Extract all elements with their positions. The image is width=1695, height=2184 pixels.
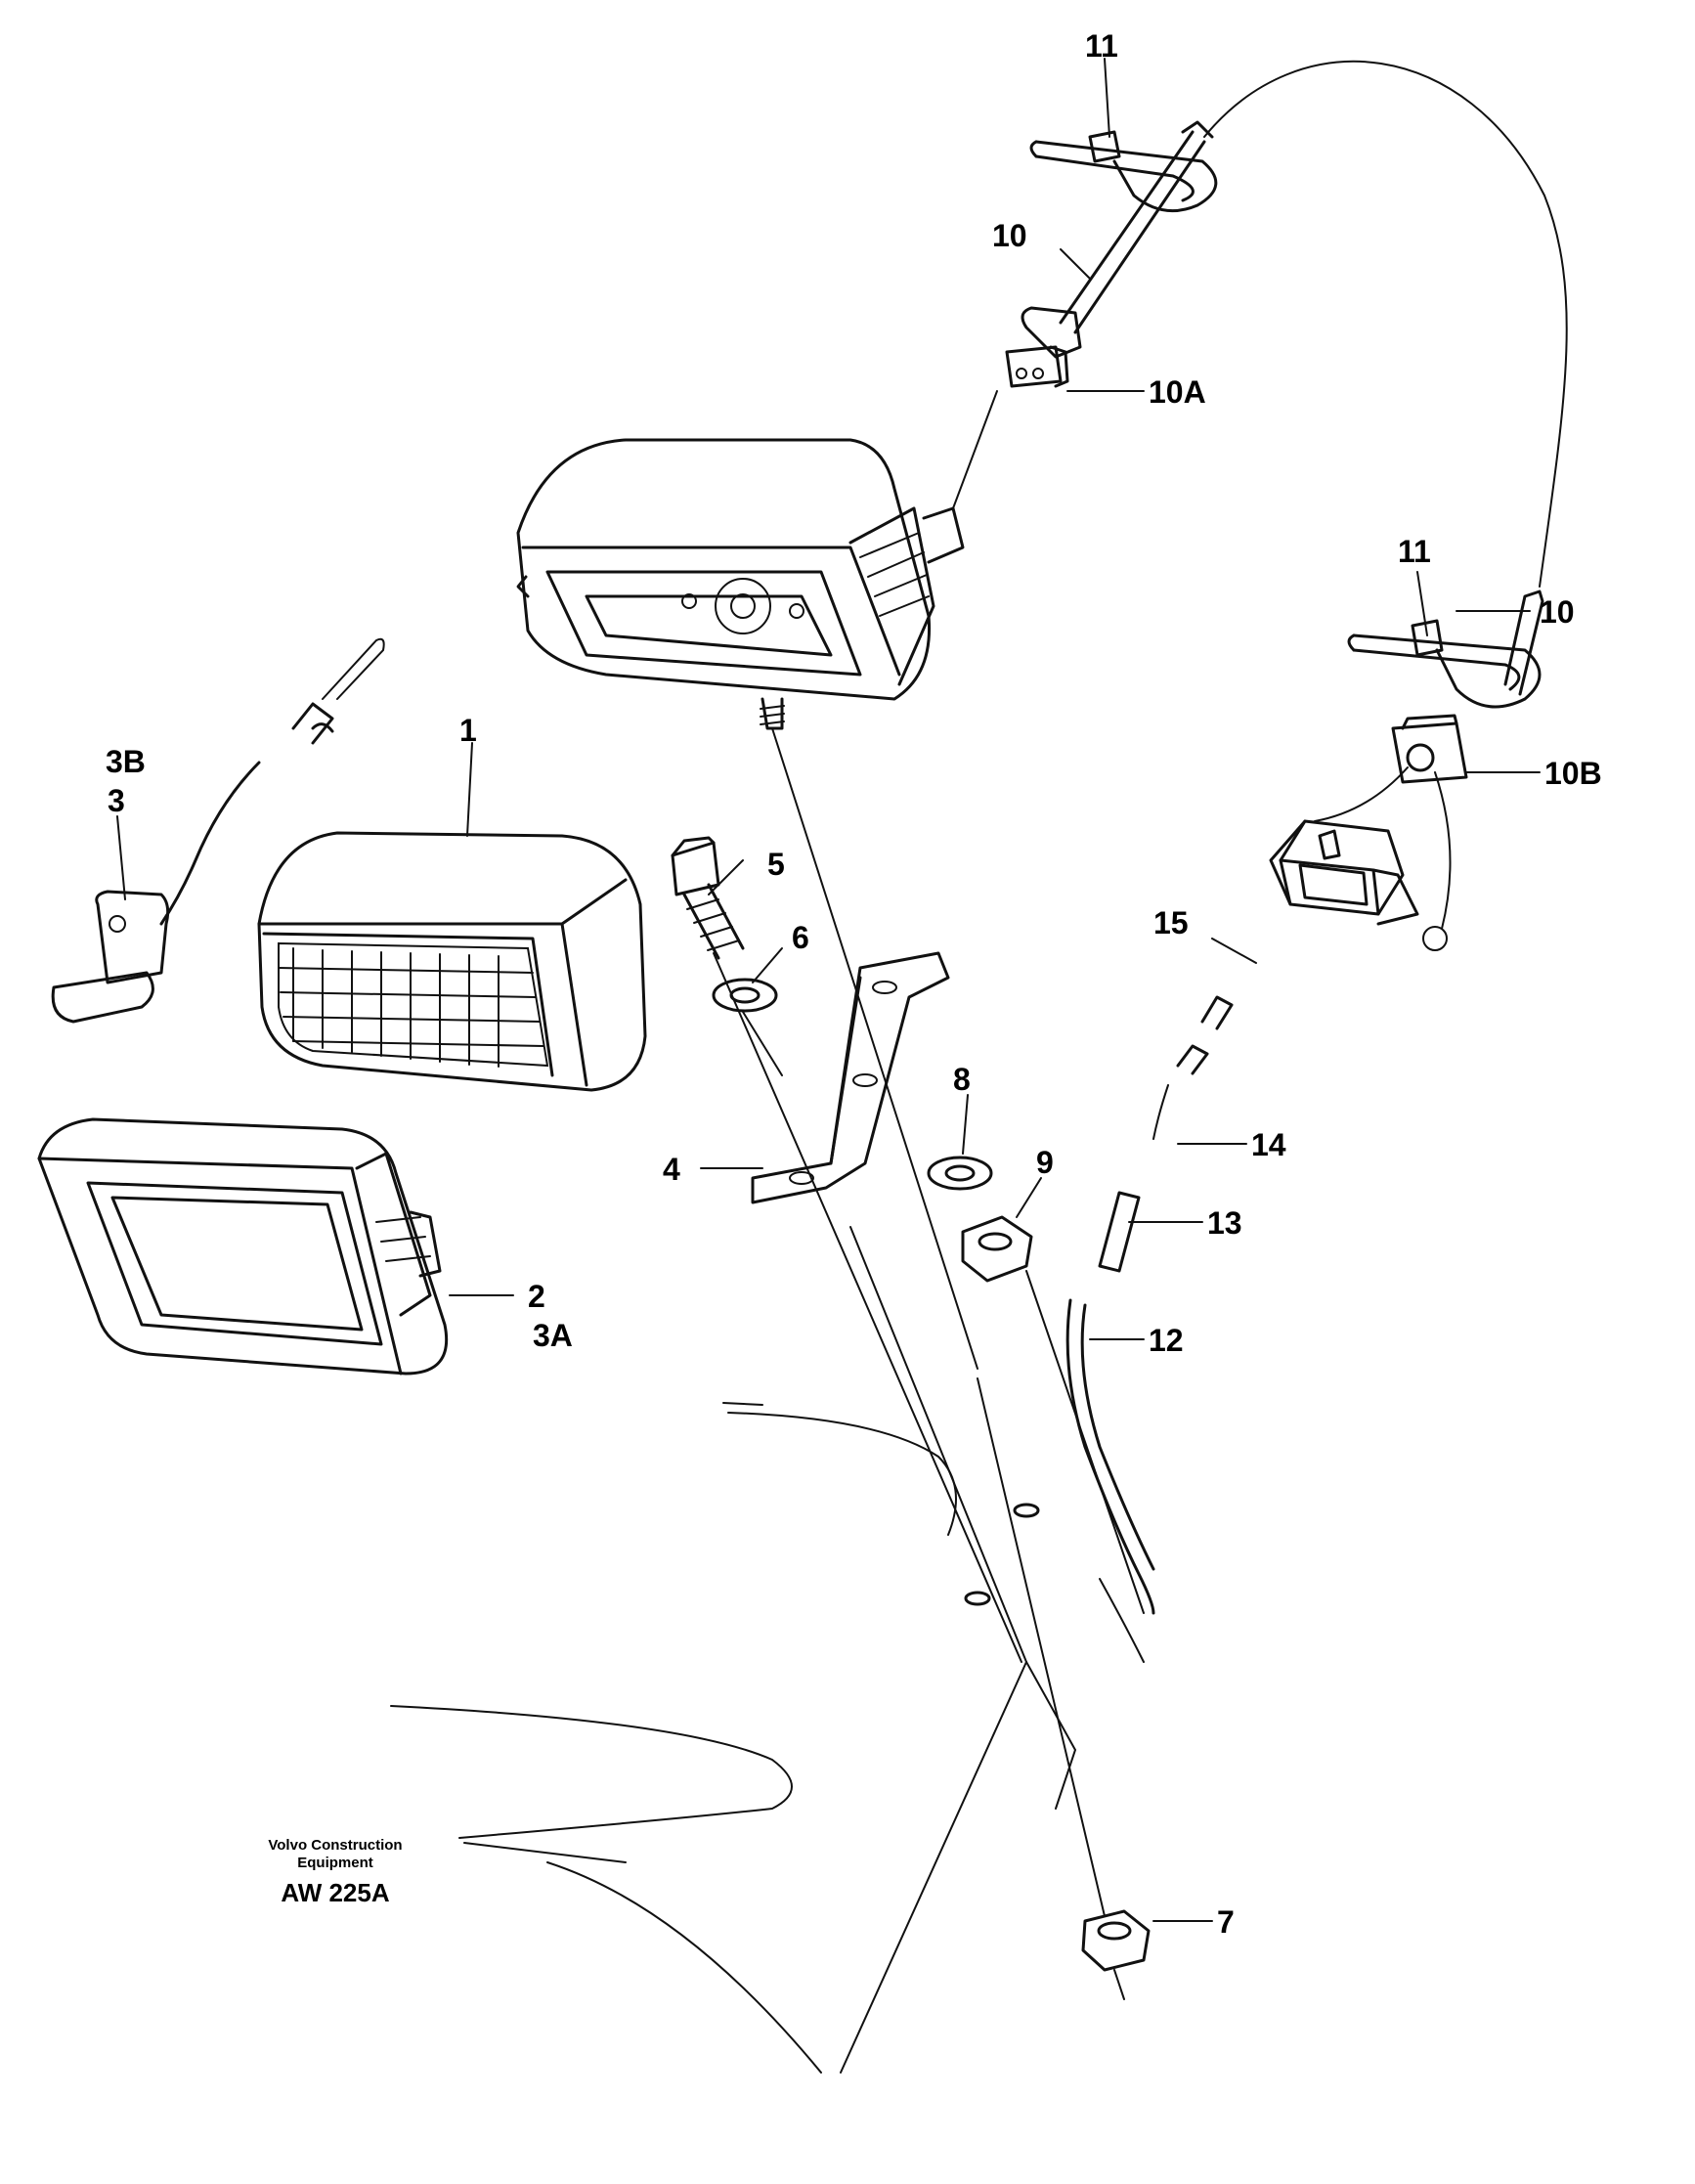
- footer-brand: Volvo Construction Equipment AW 225A: [268, 1837, 402, 1907]
- callout-12: 12: [1149, 1323, 1184, 1358]
- callout-7: 7: [1217, 1904, 1235, 1940]
- callout-10B: 10B: [1544, 756, 1602, 791]
- lamp-housing-1: [257, 831, 647, 1092]
- callout-10-top: 10: [992, 218, 1027, 253]
- nut-7: [1081, 1909, 1151, 1972]
- callout-3B: 3B: [106, 744, 146, 779]
- callout-labels: 11 10 10A 11 10 10B 3B 3 1 5 6 15 8 9 14…: [106, 28, 1602, 1940]
- drawing-code: AW 225A: [281, 1878, 389, 1907]
- callout-3A: 3A: [533, 1318, 573, 1353]
- callout-6: 6: [792, 920, 809, 955]
- assembly-lines: [713, 727, 1145, 2000]
- callout-13: 13: [1207, 1205, 1242, 1241]
- brand-line-1: Volvo Construction: [268, 1837, 402, 1854]
- callout-1: 1: [459, 713, 477, 748]
- callout-5: 5: [767, 847, 785, 882]
- callout-15: 15: [1153, 905, 1189, 940]
- callout-4: 4: [663, 1152, 680, 1187]
- cable-harness-right: [1269, 590, 1544, 951]
- callout-10A: 10A: [1149, 374, 1206, 410]
- lamp-frame-2: [37, 1117, 449, 1376]
- callout-3: 3: [108, 783, 125, 818]
- callout-2: 2: [528, 1279, 545, 1314]
- machine-outline: [390, 1402, 1145, 2074]
- washer-6: [712, 978, 778, 1013]
- bolt-5: [671, 836, 745, 960]
- callout-9: 9: [1036, 1145, 1054, 1180]
- nut-9: [961, 1215, 1033, 1283]
- callout-14: 14: [1251, 1127, 1286, 1162]
- callout-8: 8: [953, 1062, 971, 1097]
- cable-harness-top: [952, 60, 1568, 588]
- callout-10-right: 10: [1540, 594, 1575, 630]
- work-lamp-assembly: [516, 438, 965, 730]
- cable-12: [1065, 995, 1234, 1615]
- bulb-3: [51, 637, 385, 1024]
- callout-11-top: 11: [1085, 28, 1118, 64]
- brand-line-2: Equipment: [297, 1855, 373, 1871]
- callout-leaders: [116, 58, 1541, 1922]
- callout-11-right: 11: [1398, 534, 1431, 569]
- washer-8: [927, 1156, 993, 1191]
- bracket-4: [751, 951, 950, 1204]
